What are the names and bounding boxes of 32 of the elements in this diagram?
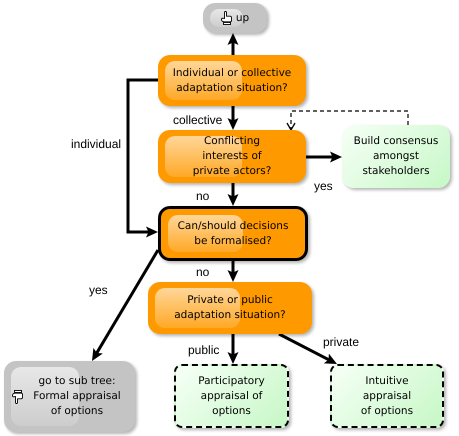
arrow [306, 152, 342, 162]
arrow [228, 183, 238, 206]
edge-label: private [322, 335, 360, 349]
node-text: Private or public adaptation situation? [173, 293, 287, 323]
edge-label: collective [172, 113, 224, 127]
node-text: Conflicting interests of private actors? [192, 134, 272, 179]
node-text: go to sub tree: Formal appraisal of options [32, 374, 122, 419]
node-text: Can/should decisions be formalised? [176, 218, 290, 248]
subtree-link-box [4, 361, 135, 432]
arrow [92, 249, 160, 361]
node-text: up [236, 10, 250, 26]
node-text: Participatory appraisal of options [197, 374, 266, 418]
dashed-arrow [286, 110, 409, 131]
arrow [278, 332, 337, 364]
node-text: Intuitive appraisal of options [360, 374, 414, 418]
edge-label: public [187, 343, 220, 357]
node-text: Individual or collective adaptation situation? [172, 66, 292, 96]
arrow [228, 261, 238, 282]
question-box [158, 206, 308, 261]
arrow [228, 334, 238, 364]
arrow [126, 78, 158, 238]
navigation-box [203, 3, 267, 33]
outcome-box [174, 364, 289, 428]
question-box [158, 55, 306, 106]
node-text: Build consensus amongst stakeholders [352, 134, 440, 179]
arrow [228, 106, 238, 130]
outcome-box [330, 364, 444, 428]
edge-label: individual [70, 137, 122, 151]
arrow [228, 33, 238, 55]
question-box [148, 282, 312, 334]
question-box [158, 130, 306, 183]
action-box [342, 125, 450, 188]
